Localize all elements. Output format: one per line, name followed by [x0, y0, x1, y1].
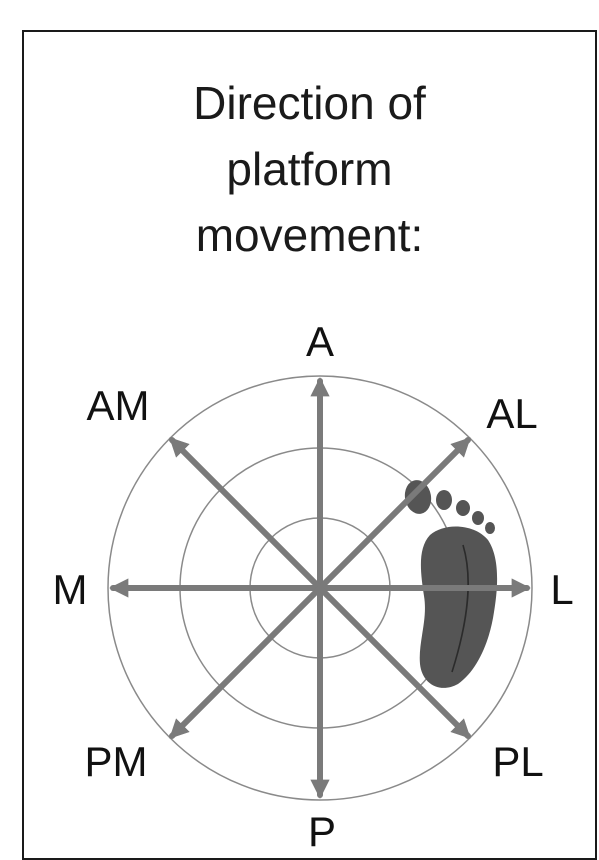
arrow-pl: [317, 585, 471, 739]
arrow-al: [317, 437, 471, 591]
title-line-1: Direction of: [193, 77, 426, 129]
outer-ring: [107, 375, 533, 801]
label-al: AL: [486, 390, 537, 437]
label-m: M: [53, 566, 88, 613]
title-line-3: movement:: [195, 209, 424, 261]
label-am: AM: [87, 382, 150, 429]
label-pl: PL: [492, 738, 543, 785]
title-line-2: platform: [226, 143, 393, 195]
label-p: P: [308, 808, 336, 853]
diagram-frame: [22, 30, 597, 860]
arrow-am: [169, 437, 323, 591]
arrow-pm: [169, 585, 323, 739]
label-l: L: [550, 566, 573, 613]
label-pm: PM: [85, 738, 148, 785]
label-a: A: [306, 318, 334, 365]
foot-icon: [404, 480, 498, 688]
diagram-title: Direction of platform movement:: [22, 70, 597, 268]
